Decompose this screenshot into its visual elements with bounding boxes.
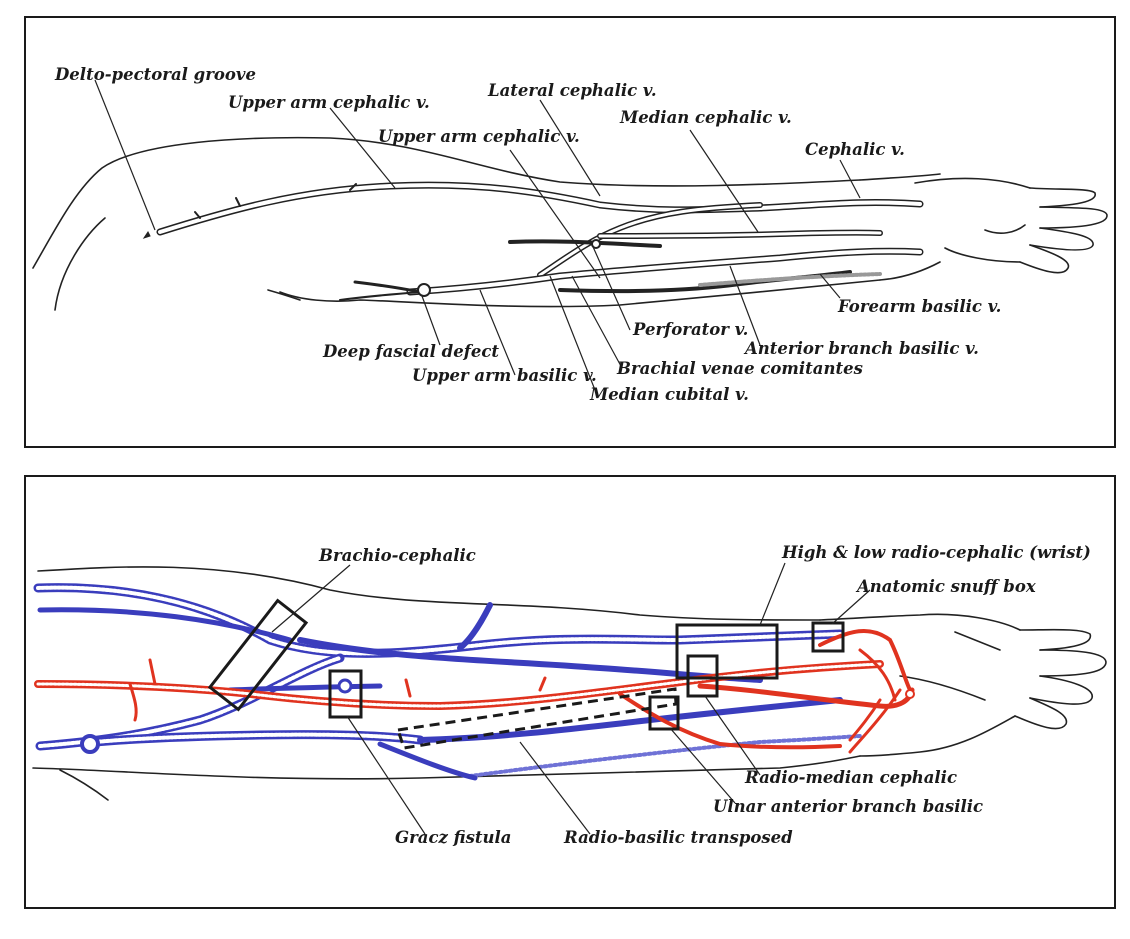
- label-median-cubital: Median cubital v.: [589, 385, 749, 404]
- label-delto-pectoral-groove: Delto-pectoral groove: [54, 65, 256, 84]
- arm-outline-top: [32, 136, 1108, 311]
- box-radio-basilic-transposed: [396, 687, 678, 750]
- box-brachio-cephalic: [207, 598, 309, 712]
- label-brachio-cephalic: Brachio-cephalic: [318, 546, 476, 565]
- labels-top: Delto-pectoral groove Upper arm cephalic…: [54, 65, 1001, 404]
- box-ulnar-anterior-branch-basilic: [648, 695, 680, 731]
- label-radio-median-cephalic: Radio-median cephalic: [744, 768, 957, 787]
- box-radio-median-cephalic: [686, 654, 719, 698]
- panel-av-fistula-sites: Brachio-cephalic High & low radio-cephal…: [24, 475, 1116, 909]
- label-forearm-basilic: Forearm basilic v.: [837, 297, 1001, 316]
- box-high-low-radio-cephalic: [675, 623, 779, 680]
- box-anatomic-snuff-box: [811, 621, 845, 653]
- label-upper-arm-basilic: Upper arm basilic v.: [412, 366, 597, 385]
- label-ulnar-anterior-branch-basilic: Ulnar anterior branch basilic: [713, 797, 983, 816]
- label-cephalic: Cephalic v.: [805, 140, 905, 159]
- box-gracz-fistula: [328, 669, 363, 719]
- panel-bottom-border: [24, 475, 1116, 909]
- panel-top-border: [24, 16, 1116, 448]
- labels-bottom: Brachio-cephalic High & low radio-cephal…: [318, 543, 1091, 847]
- label-high-low-radio-cephalic: High & low radio-cephalic (wrist): [781, 543, 1091, 562]
- label-deep-fascial-defect: Deep fascial defect: [322, 342, 499, 361]
- label-anatomic-snuff-box: Anatomic snuff box: [855, 577, 1036, 596]
- label-anterior-branch-basilic: Anterior branch basilic v.: [743, 339, 979, 358]
- label-brachial-venae-comitantes: Brachial venae comitantes: [616, 359, 863, 378]
- arm-outline-bottom: [32, 566, 1107, 801]
- label-upper-arm-cephalic-1: Upper arm cephalic v.: [228, 93, 430, 112]
- label-median-cephalic: Median cephalic v.: [619, 108, 792, 127]
- label-perforator: Perforator v.: [632, 320, 748, 339]
- leader-lines-top: [94, 79, 861, 391]
- label-radio-basilic-transposed: Radio-basilic transposed: [563, 828, 793, 847]
- arteries-bottom: [34, 628, 915, 754]
- panel-venous-anatomy: Delto-pectoral groove Upper arm cephalic…: [24, 16, 1116, 448]
- label-gracz-fistula: Gracz fistula: [395, 828, 512, 847]
- leader-lines-bottom: [271, 562, 871, 835]
- fistula-site-boxes: [207, 598, 845, 750]
- veins-top: [142, 181, 924, 301]
- veins-bottom: [33, 583, 862, 781]
- label-lateral-cephalic: Lateral cephalic v.: [487, 81, 657, 100]
- label-upper-arm-cephalic-2: Upper arm cephalic v.: [378, 127, 580, 146]
